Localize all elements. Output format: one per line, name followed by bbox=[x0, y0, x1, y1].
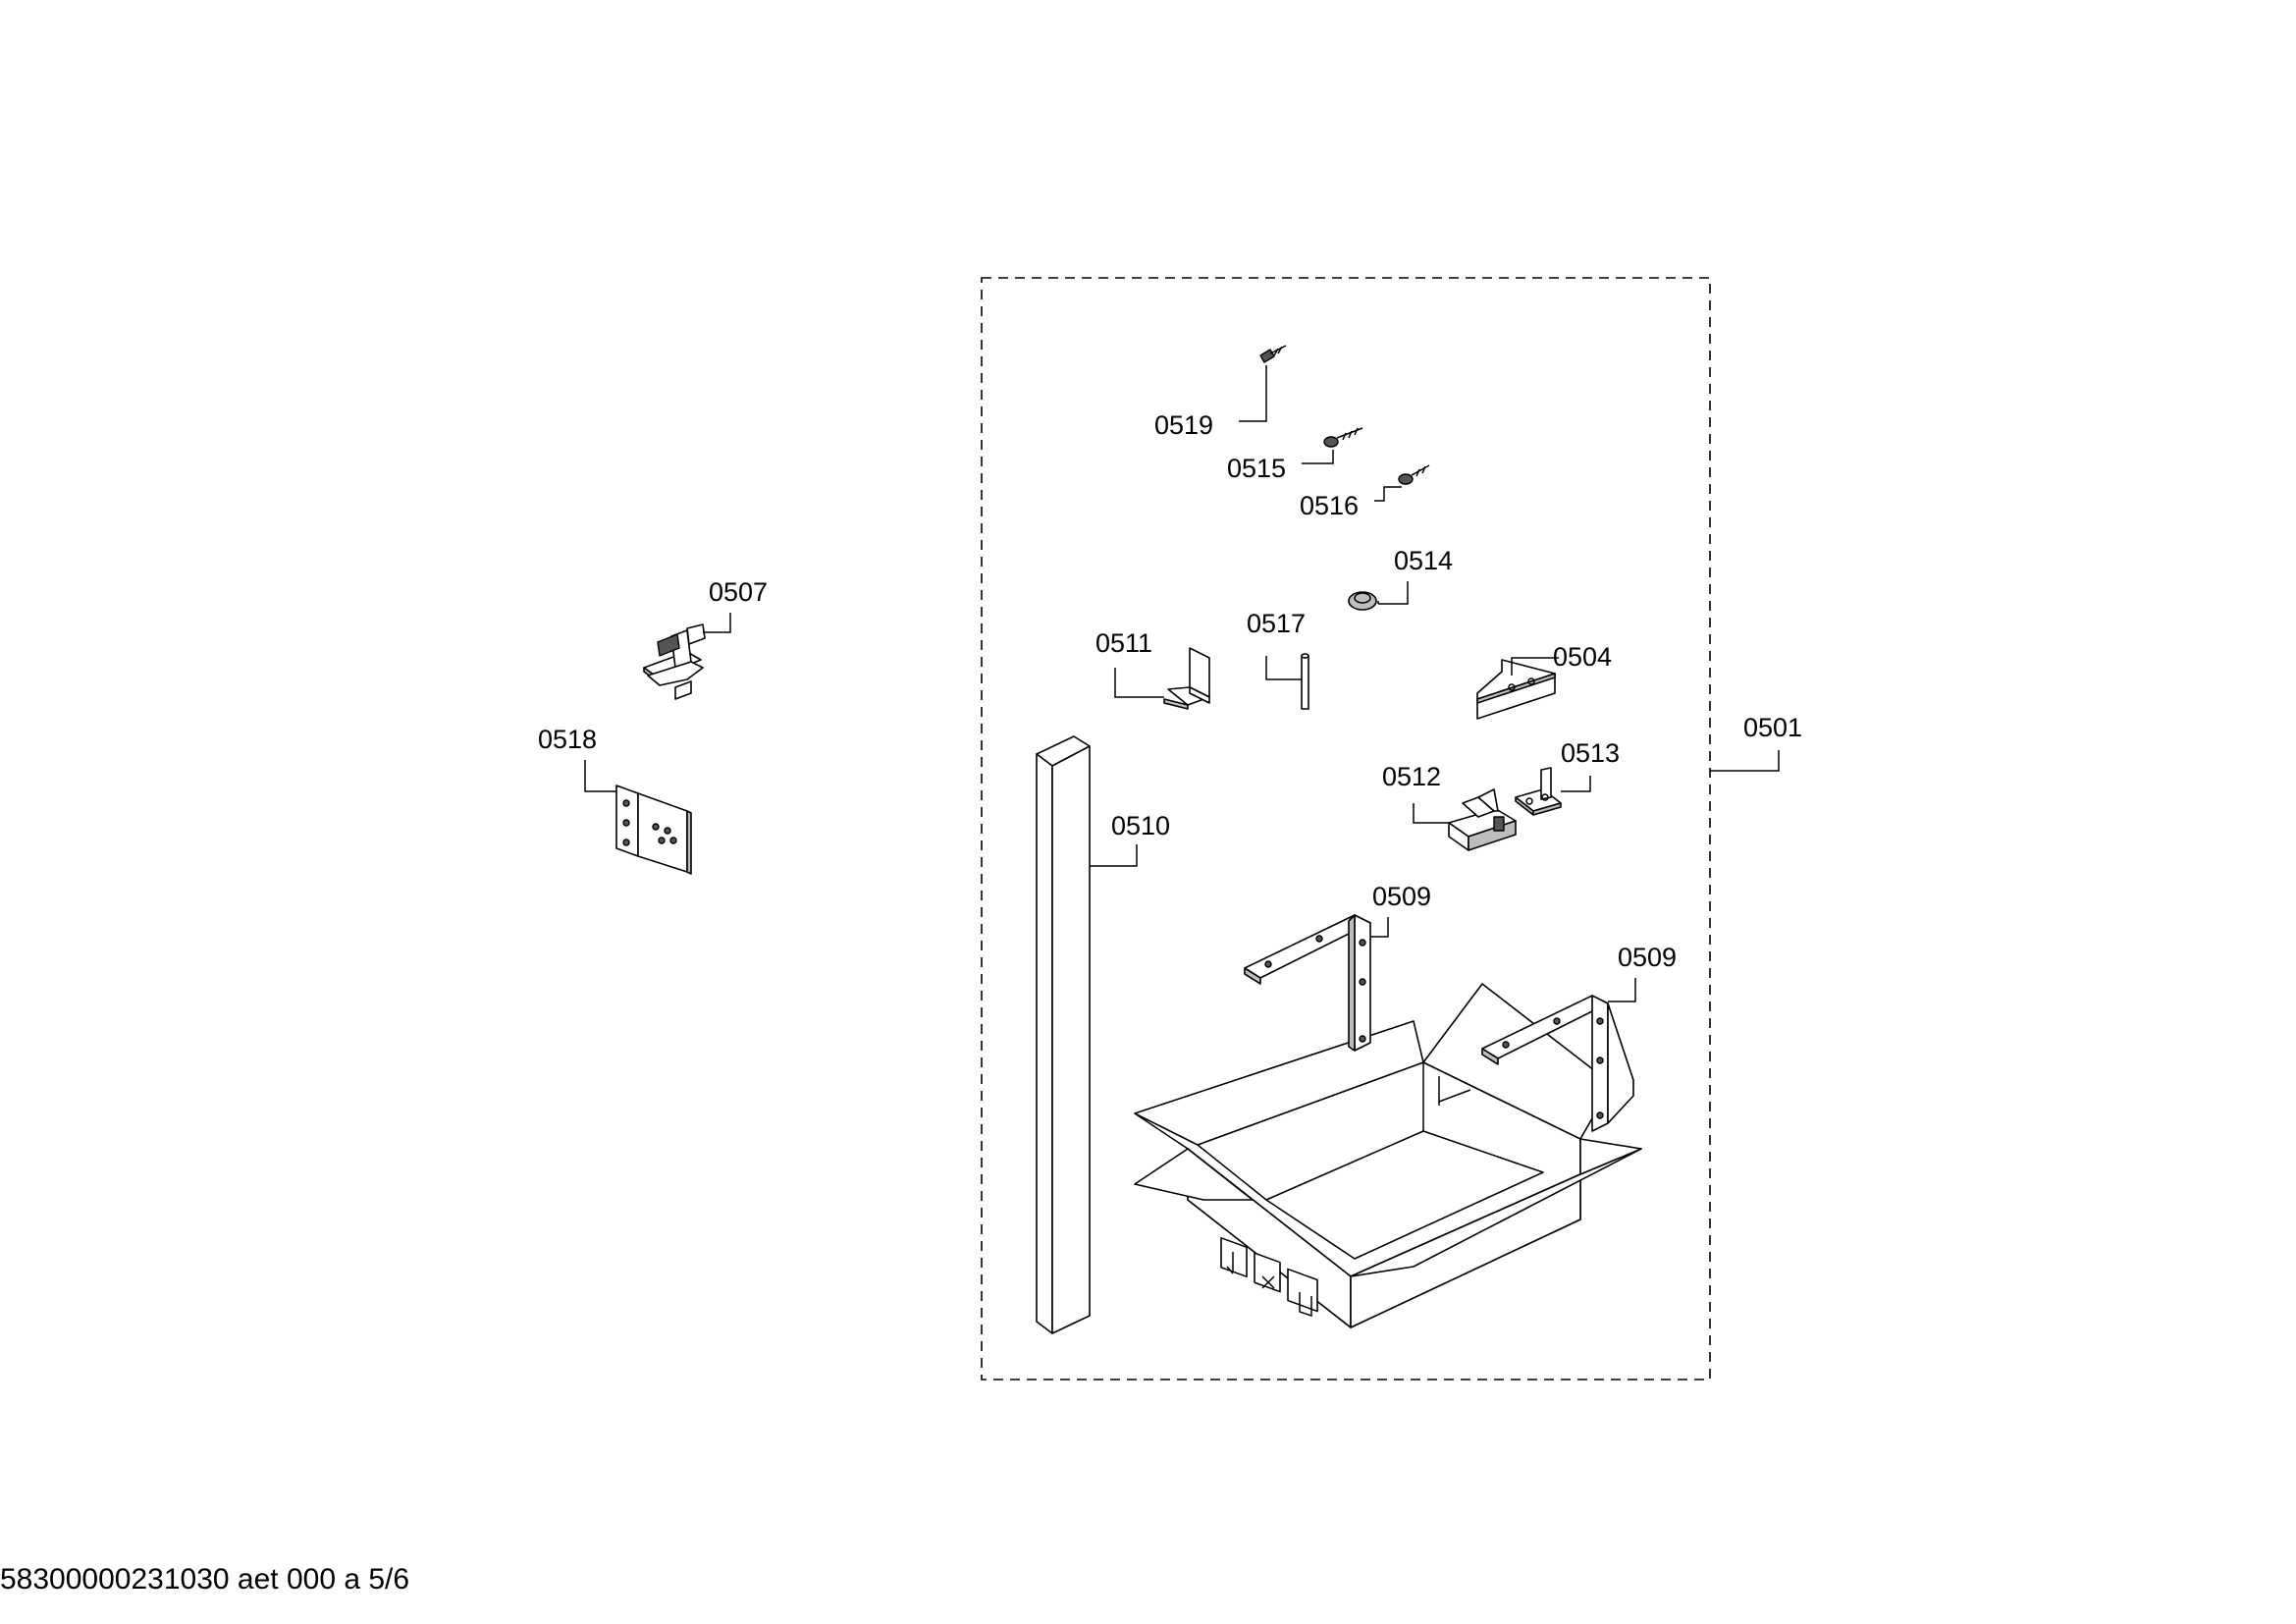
leader-0510 bbox=[1090, 844, 1138, 867]
label-0511: 0511 bbox=[1095, 628, 1152, 658]
label-0518: 0518 bbox=[538, 725, 597, 754]
leader-0512 bbox=[1413, 803, 1449, 824]
leader-0511 bbox=[1114, 668, 1164, 698]
label-0509a: 0509 bbox=[1372, 882, 1431, 911]
leader-0518 bbox=[584, 760, 616, 792]
part-0511-angle-bracket[interactable] bbox=[1163, 647, 1210, 710]
label-0507: 0507 bbox=[709, 577, 768, 607]
document-footer-code: 58300000231030 aet 000 a 5/6 bbox=[0, 1563, 410, 1596]
leader-0516 bbox=[1374, 486, 1402, 502]
leader-0507 bbox=[703, 613, 731, 633]
label-0517: 0517 bbox=[1247, 609, 1306, 638]
leader-0504 bbox=[1511, 657, 1559, 676]
part-0509-bracket-right[interactable] bbox=[1481, 995, 1634, 1132]
part-0510-foam-strip[interactable] bbox=[1036, 735, 1091, 1334]
part-0516-screw[interactable] bbox=[1398, 464, 1430, 485]
leader-0513 bbox=[1561, 776, 1591, 792]
label-0514: 0514 bbox=[1394, 546, 1453, 575]
part-0518-hinge-plate[interactable] bbox=[615, 785, 692, 875]
leader-0509b bbox=[1608, 978, 1636, 1002]
part-0515-screw[interactable] bbox=[1323, 427, 1363, 448]
label-0512: 0512 bbox=[1382, 762, 1441, 791]
part-0509-bracket-left[interactable] bbox=[1244, 914, 1371, 1052]
label-0501: 0501 bbox=[1743, 713, 1802, 742]
label-0504: 0504 bbox=[1553, 642, 1612, 672]
leader-0501 bbox=[1710, 750, 1780, 772]
part-0517-pin[interactable] bbox=[1301, 653, 1309, 710]
leader-0519 bbox=[1239, 365, 1267, 422]
label-0519: 0519 bbox=[1154, 410, 1213, 440]
leader-0515 bbox=[1302, 450, 1334, 464]
part-0504-plate[interactable] bbox=[1476, 659, 1556, 720]
leader-0514 bbox=[1378, 581, 1409, 605]
label-0510: 0510 bbox=[1111, 811, 1170, 840]
leader-0517 bbox=[1265, 656, 1302, 680]
label-0515: 0515 bbox=[1227, 454, 1286, 483]
label-0516: 0516 bbox=[1300, 491, 1359, 520]
label-0509b: 0509 bbox=[1618, 943, 1677, 972]
part-0514-nut[interactable] bbox=[1348, 591, 1377, 611]
leader-0509a bbox=[1370, 917, 1389, 938]
part-0513-small-bracket[interactable] bbox=[1515, 767, 1562, 816]
part-0507-hinge[interactable] bbox=[643, 623, 706, 700]
label-0513: 0513 bbox=[1561, 738, 1620, 768]
part-0512-clip[interactable] bbox=[1448, 788, 1517, 851]
part-0519-screw[interactable] bbox=[1259, 345, 1287, 363]
carton-box bbox=[1134, 983, 1642, 1328]
kit-boundary bbox=[981, 277, 1711, 1380]
